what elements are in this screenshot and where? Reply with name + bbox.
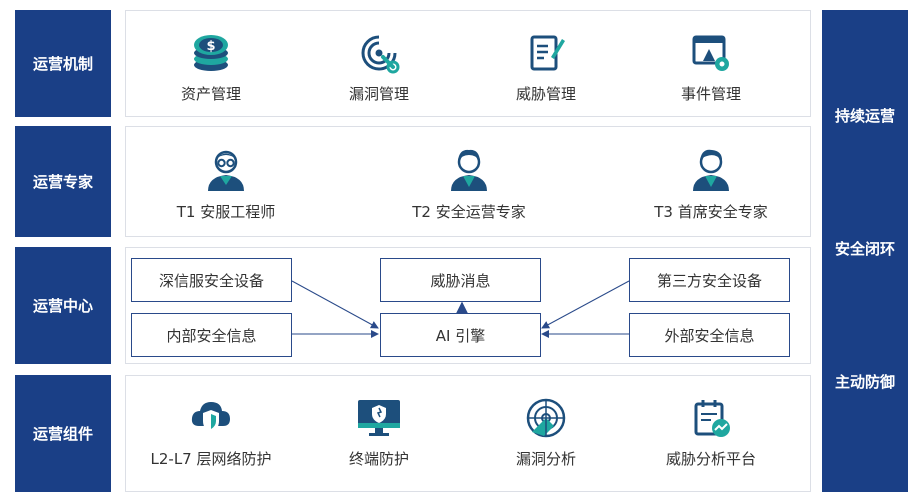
t3-chief-label: T3 首席安全专家 [654, 203, 768, 221]
vulnerability-management-label: 漏洞管理 [348, 85, 409, 103]
cloud-shield-icon [191, 402, 230, 433]
arrow-thirdparty-to-ai [541, 280, 630, 329]
calendar-chart-icon [694, 400, 730, 437]
wrench-target-icon [361, 35, 400, 74]
threat-management-item[interactable]: 威胁管理 [481, 31, 611, 104]
t2-expert-item[interactable]: T2 安全运营专家 [389, 145, 549, 222]
coins-icon: $ [194, 35, 228, 71]
asset-management-label: 资产管理 [180, 85, 241, 103]
svg-text:$: $ [206, 39, 215, 54]
monitor-gear-icon [692, 35, 729, 71]
network-protection-item[interactable]: L2-L7 层网络防护 [146, 396, 276, 469]
incident-management-item[interactable]: 事件管理 [646, 31, 776, 104]
row-label-experts: 运营专家 [15, 126, 111, 237]
asset-management-item[interactable]: $ 资产管理 [146, 31, 276, 104]
t1-engineer-label: T1 安服工程师 [176, 203, 276, 221]
expert-avatar-icon [451, 149, 487, 191]
network-protection-label: L2-L7 层网络防护 [150, 450, 272, 468]
vulnerability-management-item[interactable]: 漏洞管理 [314, 31, 444, 104]
flow-arrows [291, 280, 630, 338]
threat-management-label: 威胁管理 [515, 85, 576, 103]
document-edit-icon [530, 35, 565, 71]
radar-icon [526, 398, 566, 438]
incident-management-label: 事件管理 [680, 85, 741, 103]
row-label-components: 运营组件 [15, 375, 111, 492]
engineer-avatar-icon [208, 150, 244, 191]
experts-panel: T1 安服工程师 T2 安全运营专家 T3 首席安全专家 [125, 126, 811, 237]
right-bar: 持续运营 安全闭环 主动防御 [822, 10, 908, 492]
security-closed-loop-text: 安全闭环 [834, 240, 895, 258]
endpoint-protection-item[interactable]: 终端防护 [314, 396, 444, 469]
chief-avatar-icon [693, 149, 729, 191]
components-panel: L2-L7 层网络防护 终端防护 漏洞分析 [125, 375, 811, 492]
arrow-sangfor-to-ai [291, 280, 379, 329]
row-label-center: 运营中心 [15, 247, 111, 364]
continuous-operation-text: 持续运营 [834, 107, 895, 125]
threat-analysis-platform-label: 威胁分析平台 [665, 450, 756, 468]
t2-expert-label: T2 安全运营专家 [412, 203, 526, 221]
vulnerability-analysis-item[interactable]: 漏洞分析 [481, 396, 611, 469]
monitor-shield-icon [358, 400, 400, 436]
third-party-devices-box[interactable]: 第三方安全设备 [629, 258, 790, 302]
internal-info-box[interactable]: 内部安全信息 [131, 313, 292, 357]
row-label-mechanism: 运营机制 [15, 10, 111, 117]
active-defense-text: 主动防御 [834, 373, 895, 391]
vulnerability-analysis-label: 漏洞分析 [515, 450, 576, 468]
external-info-box[interactable]: 外部安全信息 [629, 313, 790, 357]
mechanism-panel: $ 资产管理 漏洞管理 威胁管理 事件管理 [125, 10, 811, 117]
ai-engine-box[interactable]: AI 引擎 [380, 313, 541, 357]
sangfor-devices-box[interactable]: 深信服安全设备 [131, 258, 292, 302]
threat-message-box[interactable]: 威胁消息 [380, 258, 541, 302]
t3-chief-item[interactable]: T3 首席安全专家 [631, 145, 791, 222]
threat-analysis-platform-item[interactable]: 威胁分析平台 [646, 396, 776, 469]
endpoint-protection-label: 终端防护 [348, 450, 409, 468]
center-panel: 深信服安全设备 威胁消息 第三方安全设备 内部安全信息 AI 引擎 外部安全信息 [125, 247, 811, 364]
t1-engineer-item[interactable]: T1 安服工程师 [146, 145, 306, 222]
